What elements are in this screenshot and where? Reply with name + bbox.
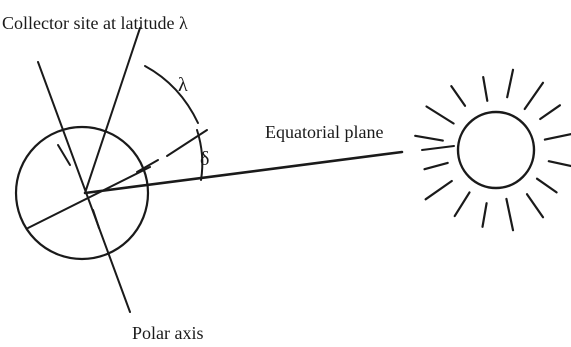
delta-label: δ bbox=[200, 148, 209, 170]
collector-site-line bbox=[84, 27, 141, 194]
sun-ray bbox=[543, 132, 571, 141]
sun-direction-line bbox=[83, 150, 404, 195]
sun-ray bbox=[539, 104, 562, 121]
sun-ray bbox=[481, 202, 488, 228]
equator-extension-dash-2 bbox=[166, 129, 208, 157]
sun-ray bbox=[482, 75, 489, 102]
sun-disk bbox=[456, 110, 536, 190]
sun-ray bbox=[506, 68, 515, 99]
sun-ray bbox=[535, 177, 558, 194]
sun-ray bbox=[505, 197, 515, 232]
polar-axis-label: Polar axis bbox=[132, 323, 204, 343]
delta-arc bbox=[196, 129, 204, 181]
sun-ray bbox=[423, 161, 449, 171]
earth-equator-diameter bbox=[27, 166, 151, 229]
equatorial-plane-dash bbox=[421, 145, 455, 151]
sun-ray bbox=[525, 193, 545, 219]
equatorial-plane-label: Equatorial plane bbox=[265, 122, 383, 142]
sun-ray bbox=[425, 105, 455, 125]
sun-ray bbox=[547, 160, 571, 168]
sun-ray bbox=[450, 84, 467, 107]
sun-ray bbox=[424, 179, 453, 201]
collector-site-label: Collector site at latitude λ bbox=[2, 13, 188, 33]
earth bbox=[14, 125, 150, 261]
lambda-label: λ bbox=[178, 74, 188, 96]
polar-axis-line bbox=[37, 61, 131, 313]
sun-ray bbox=[453, 191, 471, 218]
earth-inner-tick-upper bbox=[57, 144, 71, 166]
lambda-arc bbox=[144, 65, 199, 124]
sun-ray bbox=[523, 81, 545, 111]
equator-extension-dash-1 bbox=[136, 159, 159, 173]
earth-circle bbox=[14, 125, 150, 261]
sun-ray bbox=[414, 134, 444, 142]
sun-icon bbox=[414, 68, 571, 232]
